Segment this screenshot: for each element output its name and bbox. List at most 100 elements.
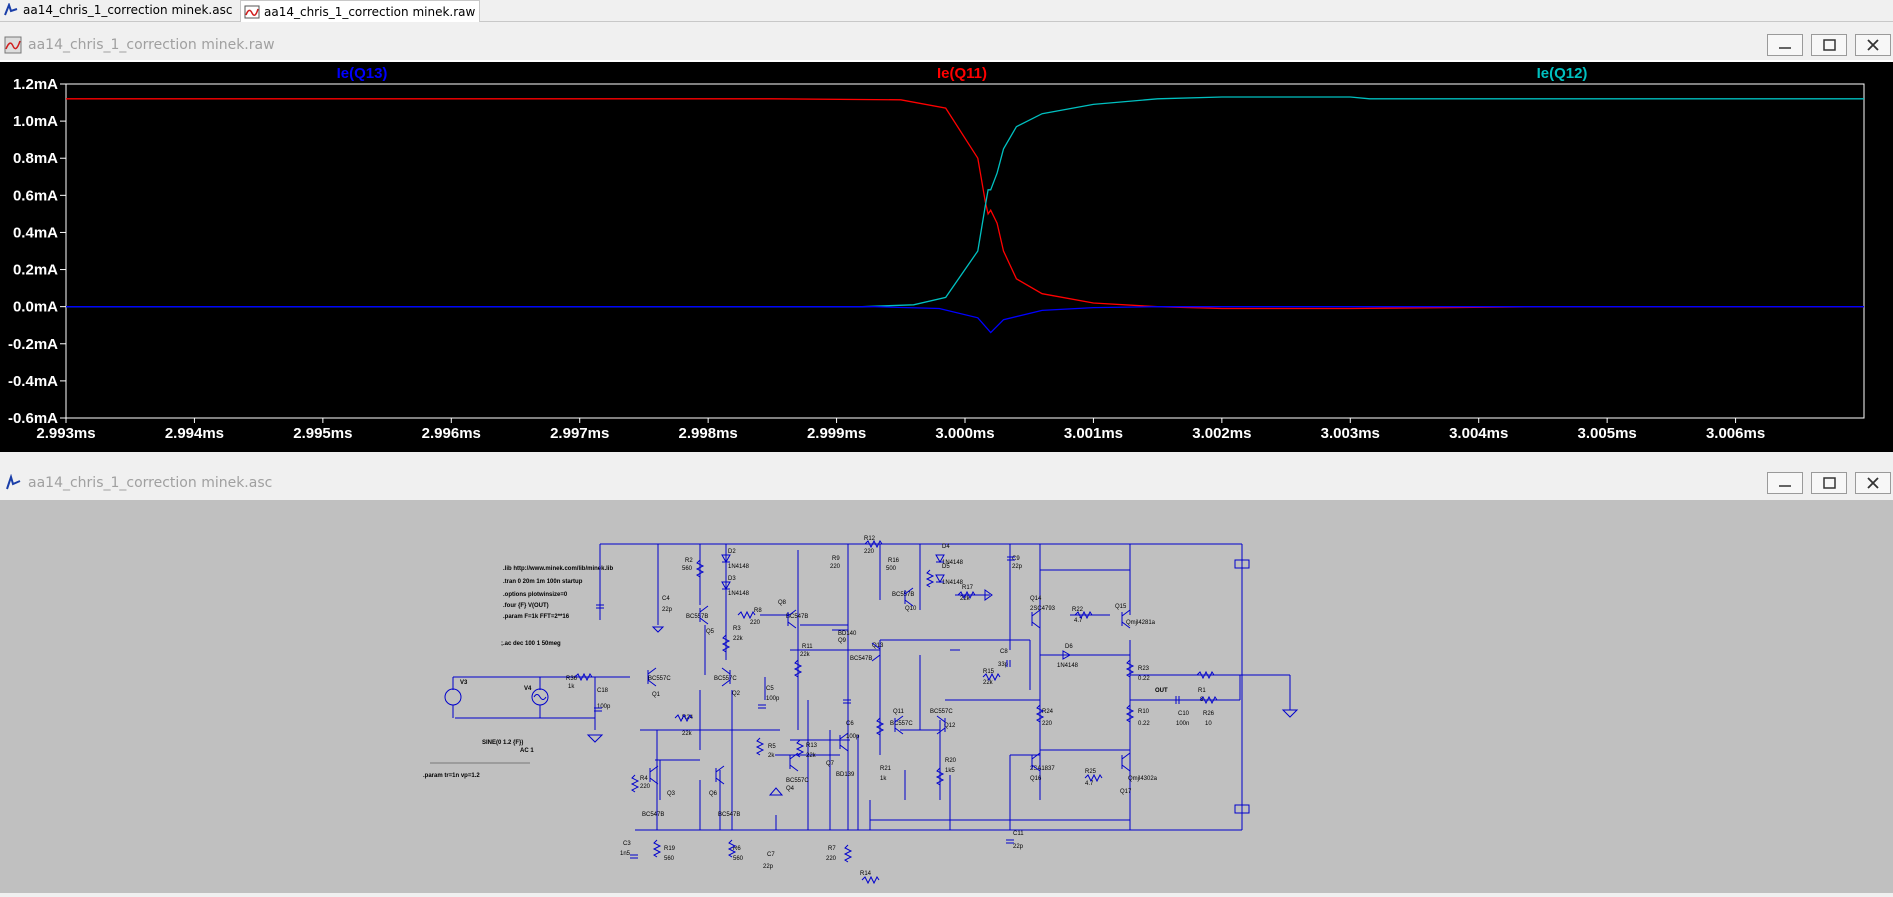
svg-text:Q5: Q5 <box>706 629 715 635</box>
svg-text:Q4: Q4 <box>786 786 795 792</box>
directive[interactable]: ;.ac dec 100 1 50meg <box>501 641 561 647</box>
svg-text:D5: D5 <box>942 564 950 570</box>
svg-text:1k: 1k <box>880 776 887 782</box>
svg-text:220: 220 <box>640 784 651 790</box>
directive[interactable]: .param F=1k FFT=2**16 <box>503 614 570 620</box>
svg-text:BD139: BD139 <box>836 772 855 778</box>
close-button[interactable] <box>1855 34 1891 56</box>
minimize-button[interactable] <box>1767 34 1803 56</box>
component-ref: V3 <box>460 680 468 686</box>
svg-text:22k: 22k <box>800 652 811 658</box>
x-tick-label: 3.004ms <box>1449 425 1508 442</box>
x-tick-label: 3.005ms <box>1578 425 1637 442</box>
svg-text:R5: R5 <box>768 744 776 750</box>
svg-text:BC547B: BC547B <box>850 656 872 662</box>
x-tick-label: 3.002ms <box>1192 425 1251 442</box>
x-tick-label: 2.995ms <box>293 425 352 442</box>
svg-text:100n: 100n <box>1176 721 1189 727</box>
minimize-button[interactable] <box>1767 472 1803 494</box>
close-button[interactable] <box>1855 472 1891 494</box>
svg-text:D4: D4 <box>942 544 950 550</box>
svg-text:22k: 22k <box>960 596 971 602</box>
svg-text:BC557C: BC557C <box>890 721 913 727</box>
transistor-symbols <box>647 587 1131 785</box>
svg-text:1n5: 1n5 <box>620 851 631 857</box>
svg-text:C3: C3 <box>623 841 631 847</box>
svg-text:1k5: 1k5 <box>945 768 955 774</box>
trace-label[interactable]: Ie(Q13) <box>337 65 388 82</box>
tab-schematic[interactable]: aa14_chris_1_correction minek.asc <box>0 0 238 20</box>
svg-text:D3: D3 <box>728 576 736 582</box>
svg-text:D6: D6 <box>1065 644 1073 650</box>
y-tick-label: -0.4mA <box>8 373 58 390</box>
source-spec[interactable]: SINE(0 1.2 {F}) <box>482 740 523 746</box>
tab-waveform[interactable]: aa14_chris_1_correction minek.raw <box>240 0 480 22</box>
schematic-drawing[interactable]: .lib http://www.minek.com/lib/minek.lib … <box>0 500 1893 893</box>
source-ac[interactable]: AC 1 <box>520 748 534 754</box>
maximize-button[interactable] <box>1811 472 1847 494</box>
svg-text:Q14: Q14 <box>1030 596 1042 602</box>
svg-text:BC557B: BC557B <box>892 592 914 598</box>
svg-text:Qmjl4281a: Qmjl4281a <box>1126 620 1156 626</box>
svg-text:220: 220 <box>864 549 875 555</box>
svg-text:Q7: Q7 <box>826 761 835 767</box>
svg-text:R6: R6 <box>733 846 741 852</box>
svg-text:BC557B: BC557B <box>686 614 708 620</box>
svg-text:C18: C18 <box>597 688 609 694</box>
svg-text:C10: C10 <box>1178 711 1190 717</box>
directive[interactable]: .tran 0 20m 1m 100n startup <box>503 579 583 585</box>
waveform-chart[interactable]: Ie(Q13)Ie(Q11)Ie(Q12) 1.2mA1.0mA0.8mA0.6… <box>0 62 1893 452</box>
svg-text:100p: 100p <box>846 734 860 740</box>
trace-label[interactable]: Ie(Q11) <box>937 65 987 82</box>
schematic-window: aa14_chris_1_correction minek.asc <box>0 466 1893 500</box>
schematic-canvas[interactable]: .lib http://www.minek.com/lib/minek.lib … <box>0 500 1893 893</box>
svg-text:R4: R4 <box>640 776 648 782</box>
svg-text:Q10: Q10 <box>905 606 917 612</box>
directive[interactable]: .options plotwinsize=0 <box>503 592 568 598</box>
svg-text:C8: C8 <box>1000 649 1008 655</box>
directive[interactable]: .param tr=1n vp=1.2 <box>423 773 480 779</box>
close-icon <box>1867 477 1879 489</box>
trace-ie-q13[interactable] <box>66 306 1864 334</box>
component-labels: R36 1k C18 100p C4 22p R2 560 D2 1N4148 … <box>566 536 1215 877</box>
svg-text:560: 560 <box>664 856 675 862</box>
svg-text:R22: R22 <box>1072 607 1084 613</box>
y-tick-label: 0.0mA <box>13 299 58 316</box>
svg-text:8: 8 <box>1200 697 1204 703</box>
svg-text:560: 560 <box>682 566 693 572</box>
svg-text:22p: 22p <box>1013 844 1024 850</box>
svg-text:BC547B: BC547B <box>718 812 740 818</box>
maximize-icon <box>1823 39 1836 51</box>
svg-text:0.22: 0.22 <box>1138 721 1150 727</box>
trace-label[interactable]: Ie(Q12) <box>1537 65 1588 82</box>
x-tick-label: 3.000ms <box>935 425 994 442</box>
voltage-source-v4[interactable]: V4 <box>524 686 549 706</box>
svg-text:1N4148: 1N4148 <box>728 591 750 597</box>
voltage-source-v2[interactable] <box>1234 804 1250 814</box>
y-tick-label: -0.6mA <box>8 410 58 427</box>
trace-ie-q12[interactable] <box>66 96 1864 308</box>
directive[interactable]: .four {F} V(OUT) <box>503 603 549 609</box>
svg-text:R26: R26 <box>1203 711 1215 717</box>
x-tick-label: 3.003ms <box>1321 425 1380 442</box>
svg-text:BC547B: BC547B <box>786 614 808 620</box>
maximize-button[interactable] <box>1811 34 1847 56</box>
trace-ie-q11[interactable] <box>66 98 1864 310</box>
tab-label: aa14_chris_1_correction minek.raw <box>264 4 476 19</box>
svg-text:R7: R7 <box>828 846 836 852</box>
voltage-source-v1[interactable] <box>1234 559 1250 569</box>
svg-text:1N4148: 1N4148 <box>942 560 964 566</box>
close-icon <box>1867 39 1879 51</box>
y-tick-label: 0.6mA <box>13 187 58 204</box>
svg-text:BC557C: BC557C <box>930 709 953 715</box>
spice-directives[interactable]: .lib http://www.minek.com/lib/minek.lib … <box>423 566 613 779</box>
svg-text:R2: R2 <box>685 558 693 564</box>
svg-text:22k: 22k <box>806 753 817 759</box>
y-tick-label: 0.8mA <box>13 150 58 167</box>
voltage-source-v3[interactable]: V3 <box>444 680 468 706</box>
svg-text:220: 220 <box>826 856 837 862</box>
x-tick-label: 2.996ms <box>422 425 481 442</box>
directive[interactable]: .lib http://www.minek.com/lib/minek.lib <box>503 566 613 572</box>
svg-text:0.22: 0.22 <box>1138 676 1150 682</box>
